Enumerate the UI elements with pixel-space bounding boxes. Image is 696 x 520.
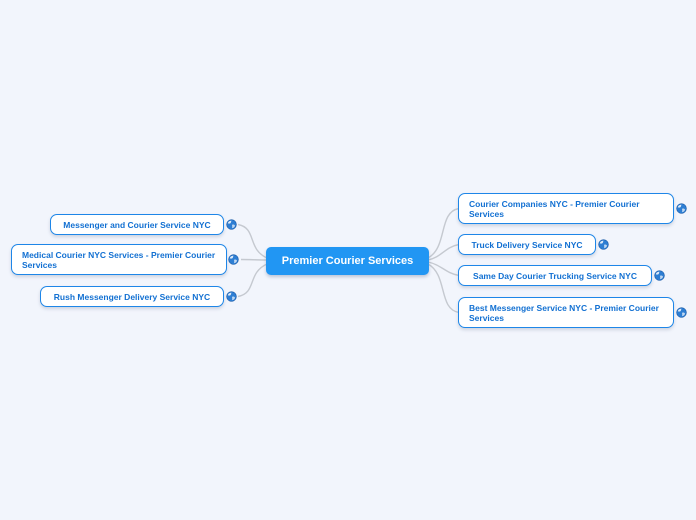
node-medical-courier-nyc-services[interactable]: Medical Courier NYC Services - Premier C… bbox=[11, 244, 227, 275]
node-label: Truck Delivery Service NYC bbox=[471, 239, 583, 250]
globe-icon[interactable] bbox=[226, 219, 237, 230]
root-node-premier-courier-services[interactable]: Premier Courier Services bbox=[266, 247, 429, 275]
globe-icon[interactable] bbox=[228, 254, 239, 265]
globe-icon[interactable] bbox=[226, 291, 237, 302]
node-same-day-courier-trucking-service-nyc[interactable]: Same Day Courier Trucking Service NYC bbox=[458, 265, 652, 286]
connector-line bbox=[427, 261, 460, 277]
globe-icon[interactable] bbox=[676, 307, 687, 318]
connector-line bbox=[427, 243, 460, 261]
node-best-messenger-service-nyc[interactable]: Best Messenger Service NYC - Premier Cou… bbox=[458, 297, 674, 328]
connector-line bbox=[427, 207, 460, 259]
node-label: Best Messenger Service NYC - Premier Cou… bbox=[469, 302, 659, 323]
node-truck-delivery-service-nyc[interactable]: Truck Delivery Service NYC bbox=[458, 234, 596, 255]
connector-line bbox=[237, 263, 268, 298]
root-node-label: Premier Courier Services bbox=[281, 255, 414, 267]
node-label: Rush Messenger Delivery Service NYC bbox=[53, 291, 211, 302]
node-label: Messenger and Courier Service NYC bbox=[63, 219, 211, 230]
connector-line bbox=[240, 258, 268, 261]
connector-line bbox=[427, 263, 460, 314]
node-courier-companies-nyc[interactable]: Courier Companies NYC - Premier Courier … bbox=[458, 193, 674, 224]
node-label: Same Day Courier Trucking Service NYC bbox=[473, 270, 637, 281]
node-label: Courier Companies NYC - Premier Courier … bbox=[469, 198, 640, 219]
node-label: Medical Courier NYC Services - Premier C… bbox=[22, 249, 216, 270]
globe-icon[interactable] bbox=[654, 270, 665, 281]
connector-line bbox=[237, 223, 268, 259]
globe-icon[interactable] bbox=[676, 203, 687, 214]
globe-icon[interactable] bbox=[598, 239, 609, 250]
node-rush-messenger-delivery-service-nyc[interactable]: Rush Messenger Delivery Service NYC bbox=[40, 286, 224, 307]
node-messenger-and-courier-service-nyc[interactable]: Messenger and Courier Service NYC bbox=[50, 214, 224, 235]
